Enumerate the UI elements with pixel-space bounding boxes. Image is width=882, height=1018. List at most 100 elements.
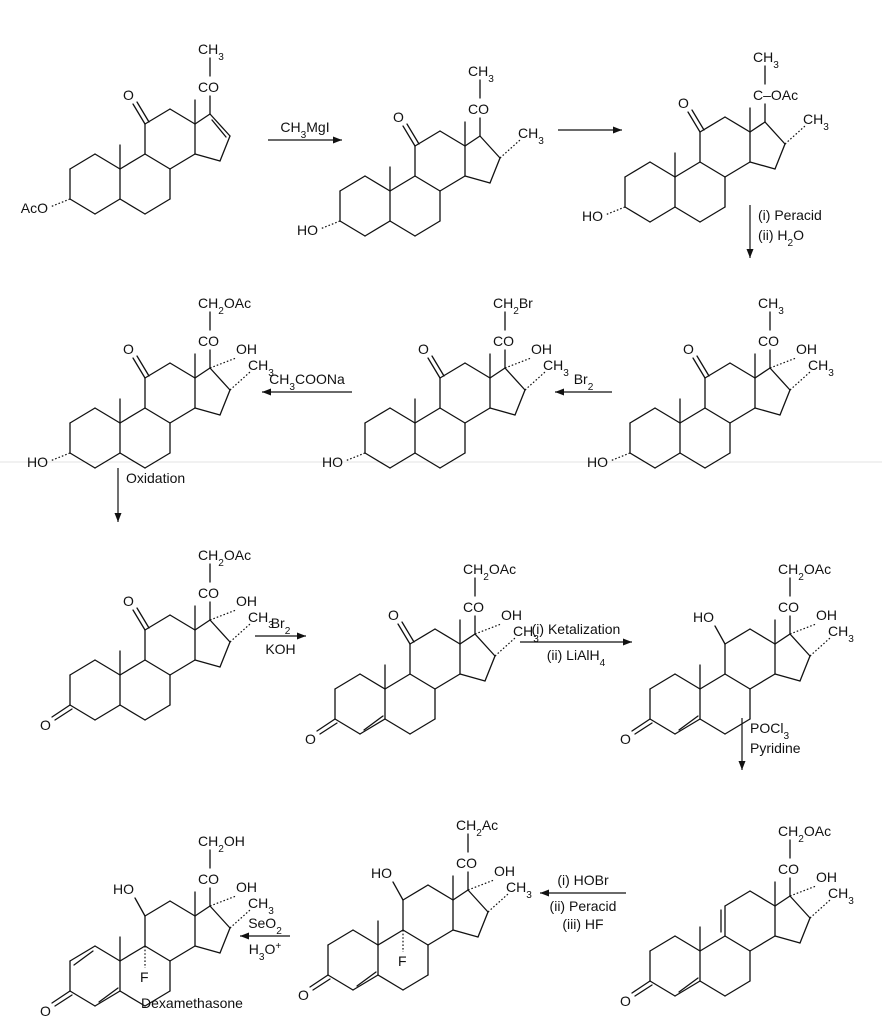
bond (674, 673, 701, 690)
reagent-label: (ii) H2O (758, 227, 804, 249)
bond (434, 628, 461, 645)
bond (414, 407, 441, 424)
reagent-label: (i) HOBr (557, 872, 609, 888)
c11-oxo-label: O (123, 341, 134, 357)
bond (439, 130, 466, 147)
bond (439, 407, 466, 424)
c16-methyl-label: CH3 (828, 623, 854, 645)
side-chain-carbonyl-label: CO (456, 855, 477, 871)
c11-hydroxy-label: HO (113, 881, 134, 897)
bond (624, 206, 651, 223)
bond (724, 980, 751, 997)
bond (749, 673, 776, 690)
bond (696, 355, 710, 377)
bond (699, 206, 726, 223)
bond (69, 153, 96, 170)
bond (749, 890, 776, 907)
bond (316, 718, 336, 732)
bond (169, 108, 196, 125)
bond (799, 655, 811, 682)
c17-hydroxy-label: OH (796, 341, 817, 357)
bond (51, 704, 71, 718)
bond (749, 161, 776, 170)
arrow-head (262, 388, 271, 396)
bond (144, 153, 171, 170)
bond (474, 623, 502, 635)
bond (119, 452, 146, 469)
bond (414, 452, 441, 469)
bond (94, 990, 121, 1007)
arrow-head (297, 632, 306, 640)
bond (389, 175, 416, 192)
c16-methyl-label: CH3 (808, 357, 834, 379)
reaction-arrow-a5: CH3COONa (262, 371, 352, 396)
side-chain-terminal-label: CH3 (198, 41, 224, 63)
bond (692, 357, 706, 379)
bond (749, 628, 776, 645)
bond (784, 125, 806, 145)
bond (54, 994, 73, 1007)
bond (789, 371, 811, 391)
bond (73, 950, 94, 966)
bond (724, 161, 751, 178)
bond (631, 718, 651, 732)
bond (464, 362, 491, 379)
reagent-label: (ii) Peracid (550, 898, 617, 914)
side-chain-carbonyl-label: CO (198, 333, 219, 349)
bond (809, 637, 831, 657)
c16-methyl-label: CH3 (248, 609, 274, 631)
bond (489, 157, 501, 184)
arrow-head (623, 638, 632, 646)
bond (634, 722, 653, 735)
side-chain-terminal-label: CH2OAc (778, 561, 831, 583)
side-chain-carbonyl-label: CO (468, 101, 489, 117)
bond (724, 628, 751, 645)
c17-hydroxy-label: OH (236, 593, 257, 609)
bond (769, 367, 791, 391)
c11-oxo-label: O (123, 87, 134, 103)
bond (774, 895, 791, 907)
bond (427, 929, 454, 946)
bond (134, 897, 146, 917)
bond (774, 673, 801, 682)
bond (319, 220, 341, 230)
c11-oxo-label: O (683, 341, 694, 357)
c11-oxo-label: O (418, 341, 429, 357)
bond (69, 704, 96, 721)
bond (144, 659, 171, 676)
bond (194, 153, 221, 162)
c11-oxo-label: O (123, 593, 134, 609)
bond (169, 407, 196, 424)
bond (691, 109, 705, 131)
bond (136, 355, 150, 377)
bond (69, 198, 96, 215)
bond (194, 367, 211, 379)
bond (209, 357, 237, 369)
side-chain-terminal-label: CH3 (758, 295, 784, 317)
reaction-arrow-a1: CH3MgI (268, 119, 342, 144)
bond (499, 139, 521, 159)
side-chain-terminal-label: CH2OAc (778, 823, 831, 845)
c17-hydroxy-label: OH (816, 607, 837, 623)
bond (219, 927, 231, 954)
c3-substituent-label: HO (322, 454, 343, 470)
reagent-label: (i) Peracid (758, 207, 822, 223)
product-name-label: Dexamethasone (141, 995, 243, 1011)
bond (629, 452, 656, 469)
bond (474, 633, 496, 657)
c3-oxo-label: O (620, 731, 631, 747)
bond (729, 407, 756, 424)
c16-methyl-label: CH3 (248, 357, 274, 379)
c3-substituent-label: HO (587, 454, 608, 470)
bond (724, 116, 751, 133)
side-chain-carbonyl-label: CO (198, 79, 219, 95)
bond (724, 718, 751, 735)
side-chain-carbonyl-label: CO (198, 871, 219, 887)
c3-substituent-label: HO (297, 222, 318, 238)
